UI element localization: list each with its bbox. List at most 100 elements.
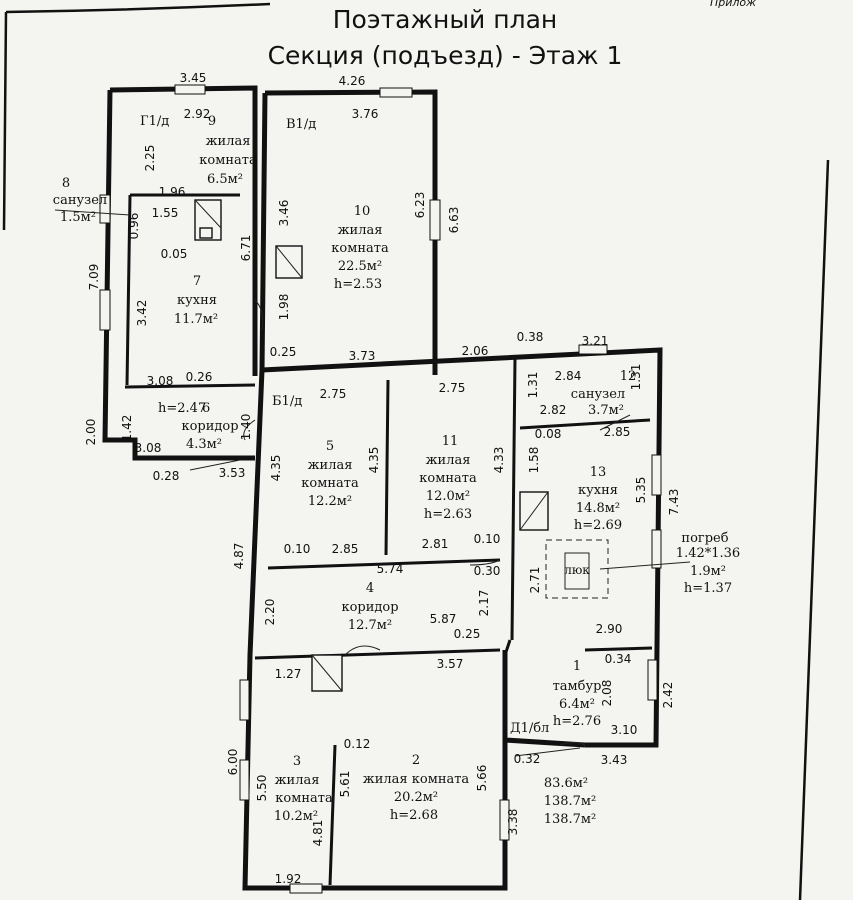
dimension: 2.06 [462, 344, 489, 358]
door-swings [189, 299, 631, 746]
dimension: 4.33 [492, 447, 506, 474]
dimension: 5.87 [430, 612, 457, 626]
dimension: 0.05 [161, 247, 188, 261]
dimension: 2.75 [439, 381, 466, 395]
dimension: 3.21 [582, 334, 609, 348]
dimension: 3.46 [277, 200, 291, 227]
room-name: жилая [426, 453, 471, 468]
dimension: 1.92 [275, 872, 302, 886]
dimension: 0.10 [284, 542, 311, 556]
room-number: 2 [412, 753, 420, 768]
room-name: кухня [578, 483, 618, 498]
dimension: 5.35 [634, 477, 648, 504]
dimension: 2.42 [661, 682, 675, 709]
room-4-label: 4 коридор 12.7м² [341, 581, 398, 633]
wall-mark: Д1/бл [510, 721, 549, 736]
room-2-label: 2 жилая комната 20.2м² h=2.68 [363, 753, 470, 823]
dimension: 2.90 [596, 622, 623, 636]
room-name: жилая комната [363, 772, 470, 787]
cellar-label: погреб 1.42*1.36 1.9м² h=1.37 люк [564, 531, 740, 596]
room-area: 20.2м² [394, 790, 438, 805]
stoves [194, 199, 549, 692]
dimension: 1.27 [275, 667, 302, 681]
room-area: 4.3м² [186, 437, 222, 452]
dimension: 3.10 [611, 723, 638, 737]
page-subtitle: Секция (подъезд) - Этаж 1 [268, 41, 623, 70]
dimension: 2.00 [84, 419, 98, 446]
room-name: кухня [177, 293, 217, 308]
room-number: 11 [442, 434, 459, 449]
dimension: 6.23 [413, 192, 427, 219]
room-number: 7 [193, 274, 201, 289]
room-area: 6.5м² [207, 172, 243, 187]
dimension: 3.43 [601, 753, 628, 767]
dimension: 2.84 [555, 369, 582, 383]
dimension: 5.66 [475, 765, 489, 792]
page-title: Поэтажный план [333, 5, 558, 34]
room-8-label: 8 санузел 1.5м² [53, 176, 107, 225]
dimension-labels: 3.45 2.92 4.26 3.76 1.96 1.55 0.05 0.25 … [84, 71, 681, 886]
dimension: 2.92 [184, 107, 211, 121]
cellar-hatch-label: люк [564, 563, 590, 577]
room-number: 3 [293, 754, 301, 769]
dimension: 2.85 [332, 542, 359, 556]
dimension: 2.25 [143, 145, 157, 172]
room-name: коридор [181, 419, 238, 434]
dimension: 4.81 [311, 820, 325, 847]
room-12-label: 12 санузел 3.7м² [571, 369, 636, 418]
dimension: 0.34 [605, 652, 632, 666]
dimension: 3.08 [135, 441, 162, 455]
room-height: h=2.69 [574, 518, 622, 533]
cellar-hatch [545, 539, 691, 599]
total-general-area: 138.7м² [544, 812, 597, 827]
room-name: комната [199, 153, 257, 168]
dimension: 4.35 [367, 447, 381, 474]
room-number: 9 [208, 114, 216, 129]
room-number: 12 [620, 369, 637, 384]
dimension: 2.08 [600, 680, 614, 707]
dimension: 1.55 [152, 206, 179, 220]
dimension: 3.45 [180, 71, 207, 85]
dimension: 1.40 [239, 414, 253, 441]
dimension: 0.96 [127, 213, 141, 240]
room-area: 12.7м² [348, 618, 392, 633]
dimension: 4.35 [269, 455, 283, 482]
exterior-walls [102, 85, 663, 891]
room-number: 1 [573, 659, 581, 674]
room-name: санузел [53, 193, 107, 208]
room-6-label: h=2.47 6 коридор 4.3м² [158, 401, 239, 452]
room-10-label: 10 жилая комната 22.5м² h=2.53 [331, 204, 389, 292]
room-height: h=2.68 [390, 808, 438, 823]
total-area: 138.7м² [544, 794, 597, 809]
room-area: 6.4м² [559, 697, 595, 712]
dimension: 2.20 [263, 599, 277, 626]
room-3-label: 3 жилая комната 10.2м² [274, 754, 333, 824]
dimension: 0.12 [344, 737, 371, 751]
room-5-label: 5 жилая комната 12.2м² [301, 439, 359, 509]
dimension: 5.50 [255, 775, 269, 802]
room-11-label: 11 жилая комната 12.0м² h=2.63 [419, 434, 477, 522]
interior-partitions [124, 193, 653, 886]
room-area: 12.2м² [308, 494, 352, 509]
room-13-label: 13 кухня 14.8м² h=2.69 [574, 465, 622, 533]
room-area: 1.5м² [60, 210, 96, 225]
room-area: 10.2м² [274, 809, 318, 824]
dimension: 2.85 [604, 425, 631, 439]
room-name: жилая [275, 773, 320, 788]
dimension: 3.08 [147, 374, 174, 388]
room-name: жилая [206, 134, 251, 149]
dimension: 0.32 [514, 752, 541, 766]
corner-note: Прилож [710, 0, 756, 9]
room-area: 22.5м² [338, 259, 382, 274]
area-totals: 83.6м² 138.7м² 138.7м² [544, 776, 597, 827]
dimension: 3.76 [352, 107, 379, 121]
room-area: 11.7м² [174, 312, 218, 327]
room-number: 4 [366, 581, 374, 596]
cellar-area: 1.9м² [690, 564, 726, 579]
dimension: 0.38 [517, 330, 544, 344]
dimension: 4.26 [339, 74, 366, 88]
dimension: 3.73 [349, 349, 376, 363]
wall-mark: Б1/д [272, 394, 302, 409]
dimension: 3.57 [437, 657, 464, 671]
dimension: 5.74 [377, 562, 404, 576]
